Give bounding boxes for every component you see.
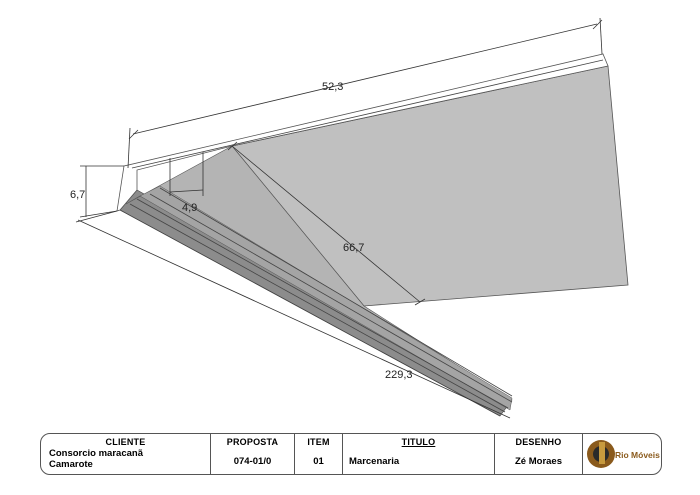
tb-titulo-header: TITULO [401,437,436,447]
rio-moveis-logo-icon: Rio Móveis [587,440,660,468]
tb-item-value: 01 [313,456,324,467]
tb-item-header: ITEM [307,437,330,447]
dim-ext-length-left [75,210,118,223]
dim-label-top-width: 52,3 [322,81,343,93]
tb-cliente-line2: Camarote [49,459,93,470]
tb-proposta-value: 074-01/0 [233,456,272,467]
tb-item: ITEM 01 [295,434,343,474]
tb-desenho-value: Zé Moraes [515,456,562,467]
tb-desenho: DESENHO Zé Moraes [495,434,583,474]
dim-ext-side-bottom [79,210,118,218]
dim-ext-top-right [599,17,603,55]
dim-line-diagonal [231,145,421,303]
dim-label-diagonal: 66,7 [343,242,364,254]
dim-ext-top-left [127,127,131,169]
logo-brand-text: Rio Móveis [615,450,660,460]
dim-line-length [77,219,511,419]
dim-label-length: 229,3 [385,369,413,381]
tb-proposta-header: PROPOSTA [226,437,279,447]
tb-proposta: PROPOSTA 074-01/0 [211,434,295,474]
profile-edge-2 [129,203,506,413]
front-panel-inner-edge [131,59,604,169]
tb-cliente: CLIENTE Consorcio maracanã Camarote [41,434,211,474]
tb-cliente-line1: Consorcio maracanã [49,448,143,459]
tb-desenho-header: DESENHO [515,437,562,447]
dim-tick-top-right [592,19,603,30]
title-block: CLIENTE Consorcio maracanã Camarote PROP… [40,433,662,475]
dim-tick-diag-top [227,141,238,151]
dim-tick-top-left [128,129,139,140]
profile-face-mid [125,145,513,401]
tb-titulo-value: Marcenaria [349,456,400,467]
company-logo: Rio Móveis [585,436,661,472]
dim-label-inner-depth: 4,9 [182,202,197,214]
technical-drawing: 52,3 6,7 4,9 66,7 229,3 [70,17,629,419]
profile-edge-4 [149,193,513,403]
profile-edge-3 [136,198,509,409]
dim-tick-diag-bottom [414,298,426,306]
dim-line-inner [169,189,204,193]
dim-label-side-height: 6,7 [70,189,85,201]
tb-cliente-header: CLIENTE [105,437,146,447]
profile-edge-1 [119,209,501,417]
tb-titulo: TITULO Marcenaria [343,434,495,474]
dim-line-top [132,23,598,135]
profile-edge-5 [159,187,513,397]
